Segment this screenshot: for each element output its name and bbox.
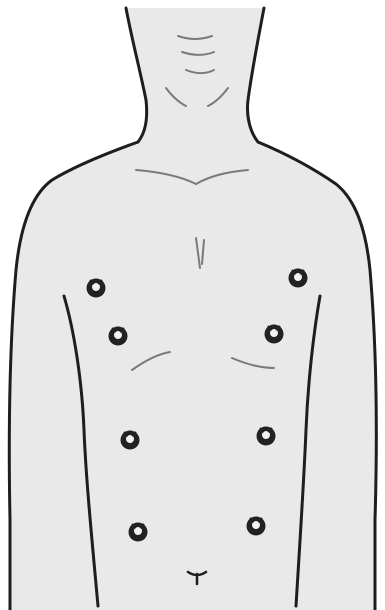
- electrode-marker-8: [247, 517, 266, 536]
- electrode-marker-5: [121, 431, 140, 450]
- electrode-marker-7: [129, 523, 148, 542]
- electrode-marker-6: [257, 427, 276, 446]
- electrode-marker-4: [265, 325, 284, 344]
- torso-skin-fill: [9, 8, 376, 610]
- electrode-marker-3: [109, 327, 128, 346]
- electrode-marker-1: [87, 279, 106, 298]
- electrode-marker-2: [289, 269, 308, 288]
